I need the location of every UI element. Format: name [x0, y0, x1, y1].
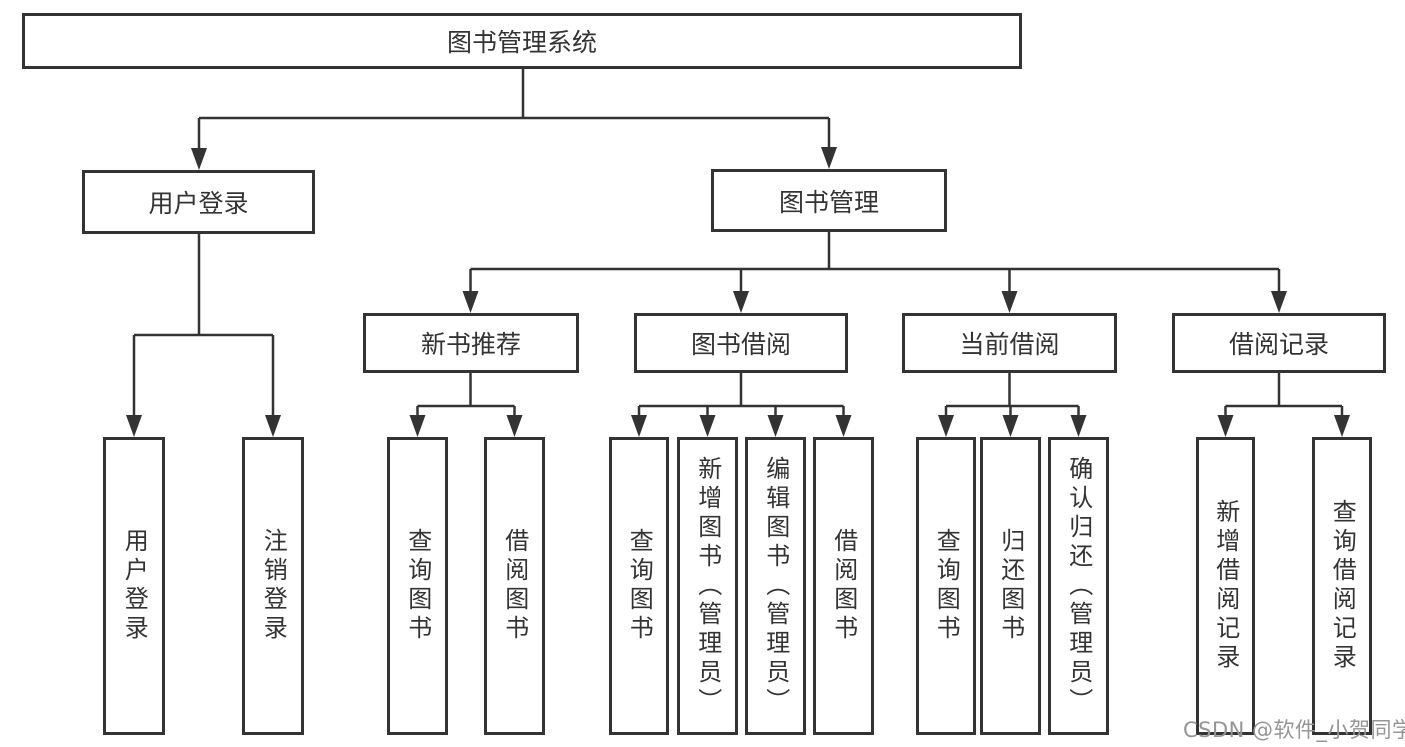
leaf-confirm-return-admin-label: 确认归还（管理员） [1064, 455, 1093, 717]
node-current-borrowing-label: 当前借阅 [959, 330, 1060, 359]
node-user-login: 用户登录 [82, 170, 315, 234]
leaf-borrow-books-label: 借阅图书 [829, 528, 858, 644]
node-book-borrowing-label: 图书借阅 [690, 330, 791, 359]
leaf-logout-label: 注销登录 [259, 528, 288, 644]
leaf-add-books-admin: 新增图书（管理员） [677, 437, 738, 735]
leaf-query-borrow-record-label: 查询借阅记录 [1328, 499, 1357, 673]
leaf-query-borrow-record: 查询借阅记录 [1312, 437, 1372, 735]
leaf-add-borrow-record-label: 新增借阅记录 [1211, 499, 1240, 673]
leaf-query-books-borrowing-label: 查询图书 [625, 528, 654, 644]
leaf-query-books-borrowing: 查询图书 [609, 437, 669, 735]
leaf-borrow-books-recommend: 借阅图书 [484, 437, 545, 735]
arrowheads [126, 147, 1350, 437]
leaf-query-books-current: 查询图书 [916, 437, 976, 735]
leaf-user-login: 用户登录 [103, 437, 165, 735]
node-new-book-recommend-label: 新书推荐 [420, 330, 521, 359]
node-borrowing-records-label: 借阅记录 [1228, 330, 1329, 359]
leaf-edit-books-admin-label: 编辑图书（管理员） [761, 455, 790, 717]
node-new-book-recommend: 新书推荐 [363, 313, 579, 373]
leaf-query-books-recommend-label: 查询图书 [403, 528, 432, 644]
node-root-system: 图书管理系统 [22, 13, 1022, 69]
node-book-management: 图书管理 [711, 169, 947, 232]
leaf-query-books-recommend: 查询图书 [387, 437, 448, 735]
node-root-label: 图书管理系统 [446, 28, 597, 57]
leaf-borrow-books: 借阅图书 [813, 437, 874, 735]
leaf-edit-books-admin: 编辑图书（管理员） [745, 437, 806, 735]
leaf-user-login-label: 用户登录 [120, 528, 149, 644]
leaf-borrow-books-recommend-label: 借阅图书 [500, 528, 529, 644]
node-user-login-label: 用户登录 [148, 189, 249, 218]
leaf-query-books-current-label: 查询图书 [932, 528, 961, 644]
csdn-watermark: CSDN @软件_小贺同学 [1183, 718, 1405, 742]
leaf-confirm-return-admin: 确认归还（管理员） [1048, 437, 1109, 735]
leaf-add-borrow-record: 新增借阅记录 [1196, 437, 1255, 735]
leaf-logout: 注销登录 [242, 437, 304, 735]
node-borrowing-records: 借阅记录 [1172, 313, 1386, 373]
leaf-add-books-admin-label: 新增图书（管理员） [693, 455, 722, 717]
leaf-return-books-label: 归还图书 [996, 528, 1025, 644]
node-book-management-label: 图书管理 [778, 187, 879, 217]
node-current-borrowing: 当前借阅 [902, 313, 1117, 373]
leaf-return-books: 归还图书 [980, 437, 1041, 735]
node-book-borrowing: 图书借阅 [634, 313, 848, 373]
